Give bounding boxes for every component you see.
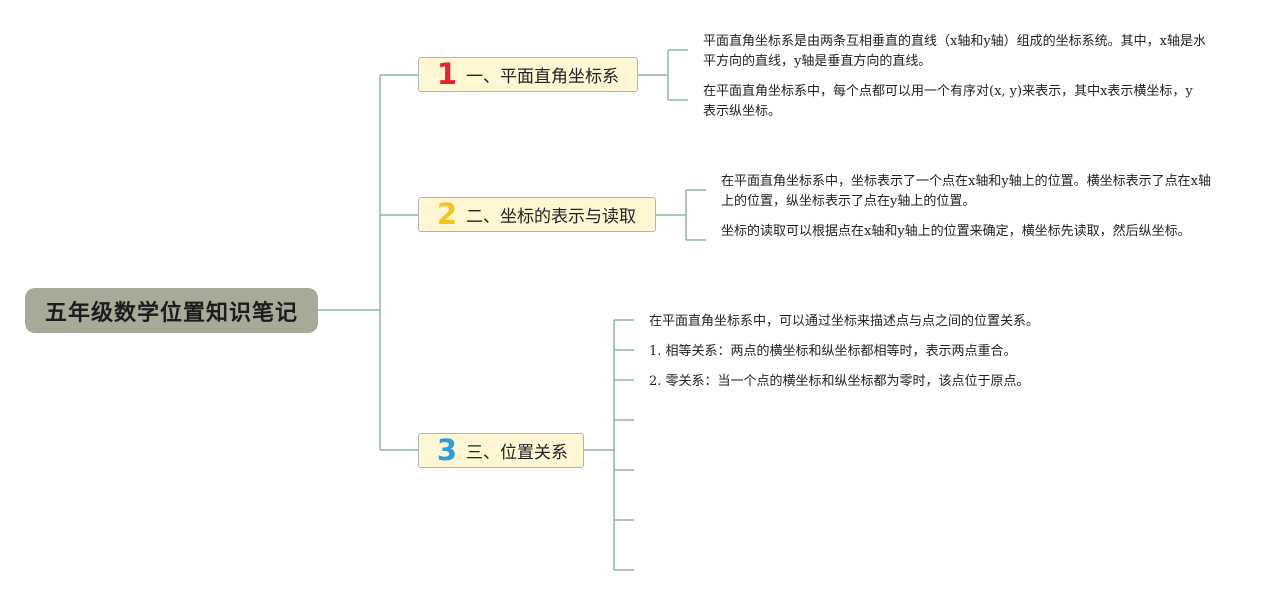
note-text[interactable]: 2. 零关系：当一个点的横坐标和纵坐标都为零时，该点位于原点。	[649, 374, 1030, 389]
branch-label: 三、位置关系	[466, 443, 568, 463]
note-text[interactable]: 1. 相等关系：两点的横坐标和纵坐标都相等时，表示两点重合。	[649, 344, 1017, 359]
root-topic[interactable]: 五年级数学位置知识笔记	[25, 288, 318, 333]
note-text[interactable]: 在平面直角坐标系中，每个点都可以用一个有序对(x, y)来表示，其中x表示横坐标…	[703, 84, 1193, 119]
note-text[interactable]: 坐标的读取可以根据点在x轴和y轴上的位置来确定，横坐标先读取，然后纵坐标。	[721, 224, 1191, 239]
branch-label: 一、平面直角坐标系	[466, 67, 619, 87]
note-text[interactable]: 在平面直角坐标系中，可以通过坐标来描述点与点之间的位置关系。	[649, 314, 1040, 329]
branch-label: 二、坐标的表示与读取	[466, 207, 636, 227]
note-text[interactable]: 平面直角坐标系是由两条互相垂直的直线（x轴和y轴）组成的坐标系统。其中，x轴是水…	[703, 34, 1207, 69]
note-text[interactable]: 在平面直角坐标系中，坐标表示了一个点在x轴和y轴上的位置。横坐标表示了点在x轴上…	[721, 174, 1212, 209]
branch-number: 3	[436, 433, 458, 467]
root-title: 五年级数学位置知识笔记	[44, 300, 298, 326]
branch-coordinate-system[interactable]: 1 一、平面直角坐标系	[418, 57, 638, 92]
branch-number: 1	[436, 57, 458, 91]
branch-position-relation[interactable]: 3 三、位置关系	[418, 433, 584, 468]
branch-coordinate-reading[interactable]: 2 二、坐标的表示与读取	[418, 197, 656, 232]
branch-number: 2	[436, 197, 458, 231]
